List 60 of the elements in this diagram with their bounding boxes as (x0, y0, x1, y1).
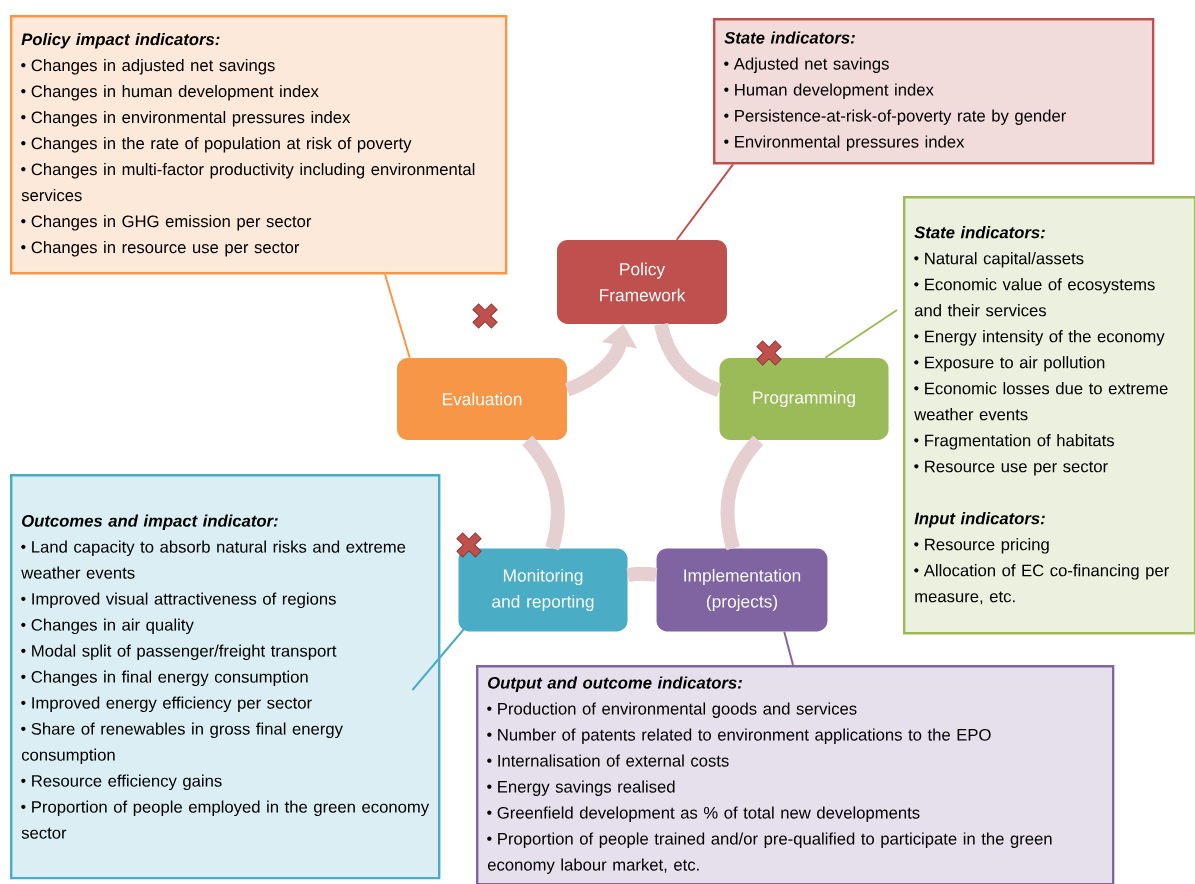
list-item: Changes in environmental pressures index (21, 110, 351, 127)
list-item: Energy savings realised (487, 780, 675, 796)
cycle-connector (626, 566, 658, 582)
list-item: Greenfield development as % of total new developments (487, 806, 920, 822)
list-item: Exposure to air pollution (914, 356, 1105, 372)
list-item: Allocation of EC co-financing per measure, etc. (914, 564, 1169, 605)
stage-box: Programming (719, 358, 889, 440)
stage-box: Monitoring and reporting (458, 548, 628, 632)
heading: Outcomes and impact indicator: (22, 514, 278, 531)
indicator-box (10, 15, 508, 275)
list-item: Adjusted net savings (724, 57, 889, 73)
list-item: Persistence-at-risk-of-poverty rate by gender (724, 109, 1066, 125)
cycle-connector (522, 435, 565, 551)
heading: State indicators: (914, 226, 1045, 239)
leader-line (824, 309, 898, 359)
list-item: Improved energy efficiency per sector (21, 696, 312, 713)
stage-box: Policy Framework (557, 240, 727, 324)
list-item: Resource use per sector (914, 460, 1108, 476)
list-item: Natural capital/assets (914, 252, 1084, 268)
list-item: Proportion of people employed in the green economy sector (21, 800, 430, 839)
leader-line (783, 630, 794, 666)
list-item: Energy intensity of the economy (914, 330, 1165, 346)
list-item: Proportion of people trained and/or pre-qualified to participate in the green economy labour market, etc. (487, 832, 1052, 874)
list-item: Improved visual attractiveness of regions (21, 592, 336, 609)
list-item: Resource efficiency gains (21, 774, 222, 791)
list-item: Changes in multi-factor productivity including environmental services (21, 162, 475, 202)
list-item: Economic losses due to extreme weather events (914, 382, 1168, 421)
heading: State indicators: (724, 31, 855, 44)
cycle-connector (720, 435, 764, 551)
list-item: Changes in the rate of population at risk of poverty (21, 136, 412, 153)
indicator-box (476, 665, 1115, 884)
list-item: Resource pricing (914, 538, 1049, 554)
list-item: Changes in GHG emission per sector (21, 214, 312, 231)
list-item: Changes in resource use per sector (21, 240, 300, 257)
stage-box: Implementation (projects) (656, 548, 828, 632)
heading: Input indicators: (914, 512, 1045, 528)
list-item: Modal split of passenger/freight transport (21, 644, 337, 661)
leader-line (411, 627, 466, 691)
heading: Output and outcome indicators: (488, 676, 742, 692)
list-item: Internalisation of external costs (487, 754, 729, 767)
list-item: Changes in air quality (21, 618, 194, 635)
indicator-box (903, 196, 1195, 635)
list-item: Share of renewables in gross final energy consumption (21, 722, 343, 765)
list-item: Human development index (724, 83, 934, 99)
indicator-box (10, 474, 441, 880)
leader-line (675, 163, 734, 241)
list-item: Production of environmental goods and services (487, 702, 857, 718)
heading: Policy impact indicators: (21, 32, 220, 49)
list-item: Changes in human development index (21, 84, 319, 101)
list-item: Environmental pressures index (724, 135, 965, 151)
list-item: Fragmentation of habitats (914, 434, 1115, 450)
list-item: Economic value of ecosystems and their services (914, 278, 1155, 317)
list-item: Changes in final energy consumption (21, 670, 308, 687)
list-item: Number of patents related to environment applications to the EPO (487, 728, 991, 744)
leader-line (384, 273, 411, 359)
list-item: Changes in adjusted net savings (21, 58, 275, 75)
indicator-box (713, 18, 1155, 165)
list-item: Land capacity to absorb natural risks and extreme weather events (21, 540, 406, 579)
cycle-connector (654, 322, 722, 397)
stage-box: Evaluation (397, 358, 567, 440)
